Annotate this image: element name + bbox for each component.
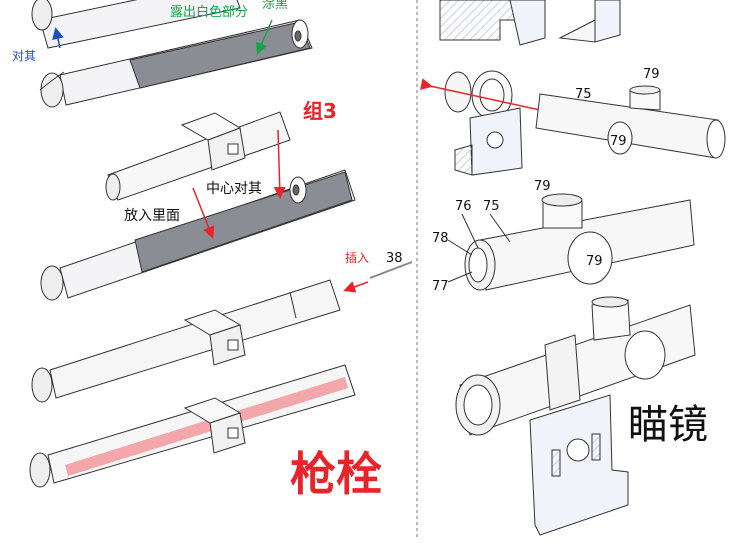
label-part-38: 38 [386,251,403,266]
part-75-top: 75 [575,87,592,102]
right-annotations: 79 75 79 79 76 75 78 79 77 瞄镜 [432,67,708,448]
leader-75 [489,213,511,243]
label-place-inside: 放入里面 [124,208,180,224]
scope-t-tube-2 [464,193,695,291]
scope-t-tube-1 [535,85,726,159]
leader-78 [447,239,473,256]
scope-mount-ring [419,70,541,176]
bolt-rod-4 [40,169,356,301]
part-76: 76 [455,199,472,214]
bolt-rod-1 [31,0,241,49]
label-group3: 组3 [303,99,337,123]
label-expose-white: 露出白色部分 [170,4,248,20]
bolt-rod-6 [29,364,356,488]
blue-arrow [52,27,64,49]
part-79-c: 79 [586,254,603,269]
part-79-top: 79 [643,67,660,82]
scope-assembly-panel [419,0,726,536]
label-center-align: 中心对其 [206,181,262,197]
bolt-assembly-panel [29,0,413,488]
label-insert: 插入 [345,251,369,265]
title-scope: 瞄镜 [628,402,708,448]
green-arrow [256,19,273,55]
scope-bracket-top [439,0,621,46]
bolt-rod-2 [39,19,313,108]
leader-77 [447,271,473,283]
leader-76 [461,213,479,249]
bolt-rod-5 [31,261,413,403]
scope-assembled [455,296,696,536]
label-dui-qi: 对其 [12,49,36,63]
red-arrow-right [273,129,286,199]
part-79-b: 79 [534,179,551,194]
bolt-rod-3 [105,111,291,201]
part-78: 78 [432,231,449,246]
red-arrow-left [192,187,215,239]
part-75-b: 75 [483,199,500,214]
left-annotations: 对其 露出白色部分 涂黑 组3 放入里面 中心对其 插入 38 枪栓 [12,0,403,501]
part-79-mid: 79 [610,134,627,149]
label-paint-black: 涂黑 [262,0,288,12]
title-bolt: 枪栓 [290,447,382,501]
insert-arrow [343,281,369,293]
part-77: 77 [432,279,449,294]
